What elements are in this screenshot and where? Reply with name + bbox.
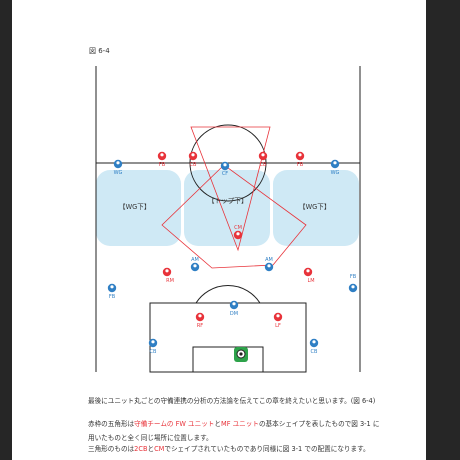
line2-fw-unit: 守備チームの FW ユニット (134, 420, 215, 428)
figure-label: 図 6-4 (89, 47, 110, 55)
line2-part5: の基本シェイプを表したもので図 3-1 に (258, 420, 380, 428)
blue-player-wg-1: WG (331, 159, 340, 176)
viewer-frame-left (0, 0, 12, 460)
zones (96, 170, 359, 246)
zone-label-wg-right: 【WG下】 (299, 203, 331, 211)
red-player-cb-1: CB (258, 151, 268, 168)
red-player-fb-2: FB (157, 151, 167, 168)
blue-player-am-3: AM (190, 257, 200, 272)
body-line-1: 最後にユニット丸ごとの守備連携の分析の方法論を伝えてこの章を終えたいと思います。… (88, 397, 376, 405)
line4-part5: でシェイプされていたものであり同様に図 3-1 での配置になります。 (164, 445, 370, 453)
blue-player-cb-9: CB (309, 338, 319, 355)
blue-player-fb-5: FB (107, 283, 117, 300)
blue-player-cb-8-label: CB (150, 349, 157, 355)
pitch-lines (95, 66, 361, 373)
blue-player-wg-1-label: WG (331, 170, 340, 176)
triangle-outline (190, 126, 271, 252)
zone-label-top: 【トップ下】 (208, 197, 248, 205)
red-player-cb-1-label: CB (260, 162, 267, 168)
blue-player-cf-2-label: CF (222, 171, 228, 177)
body-line-3: 用いたものと全く同じ場所に位置します。 (88, 434, 213, 442)
body-line-2: 赤枠の五角形は守備チームの FW ユニットとMF ユニットの基本シェイプを表した… (88, 419, 379, 429)
red-player-cm-4: CM (233, 225, 243, 240)
red-player-cb-0: CB (188, 151, 198, 168)
red-player-rm-5: RM (162, 267, 174, 284)
red-player-lf-8: LF (273, 312, 283, 329)
blue-player-dm-7: DM (229, 300, 239, 317)
line2-part1: 赤枠の五角形は (88, 420, 135, 428)
pitch-diagram: CB CB FB FB CM RM LM RF LF WG WG CF AM AM FB FB DM CB CB (95, 66, 361, 373)
blue-player-am-4: AM (264, 257, 274, 272)
blue-player-fb-5-label: FB (109, 294, 116, 300)
line4-part3: と (147, 445, 155, 453)
blue-player-dm-7-label: DM (230, 311, 238, 317)
line2-part3: と (214, 420, 221, 428)
body-line-4: 三角形のものは2CBとCMでシェイプされていたものであり同様に図 3-1 での配… (88, 444, 370, 454)
blue-player-fb-6: FB (348, 274, 358, 293)
red-shapes (161, 126, 307, 269)
line4-cm: CM (154, 445, 165, 453)
pentagon-outline (161, 164, 307, 269)
blue-player-am-4-label: AM (265, 257, 273, 263)
goalkeeper-icon (234, 347, 248, 362)
red-player-rm-5-label: RM (166, 278, 174, 284)
zone-wg-left (96, 170, 181, 246)
red-player-cb-0-label: CB (190, 162, 197, 168)
red-player-lm-6-label: LM (307, 278, 314, 284)
blue-player-cf-2: CF (220, 161, 230, 177)
blue-player-cb-8: CB (148, 338, 158, 355)
blue-player-wg-0: WG (114, 159, 123, 176)
red-player-fb-3: FB (295, 151, 305, 168)
line2-mf-unit: MF ユニット (221, 420, 259, 428)
blue-player-wg-0-label: WG (114, 170, 123, 176)
red-player-fb-2-label: FB (159, 162, 166, 168)
line4-2cb: 2CB (134, 445, 148, 453)
zone-top (184, 170, 270, 246)
red-player-lm-6: LM (303, 267, 315, 284)
zone-label-wg-left: 【WG下】 (119, 203, 151, 211)
red-player-fb-3-label: FB (297, 162, 304, 168)
viewer-frame-right (426, 0, 460, 460)
red-player-rf-7: RF (195, 312, 205, 329)
blue-player-am-3-label: AM (191, 257, 199, 263)
red-player-rf-7-label: RF (197, 323, 203, 329)
red-player-cm-4-label: CM (234, 225, 242, 231)
blue-player-cb-9-label: CB (311, 349, 318, 355)
blue-player-fb-6-label: FB (350, 274, 357, 280)
line4-part1: 三角形のものは (88, 445, 135, 453)
red-player-lf-8-label: LF (275, 323, 281, 329)
zone-wg-right (273, 170, 359, 246)
